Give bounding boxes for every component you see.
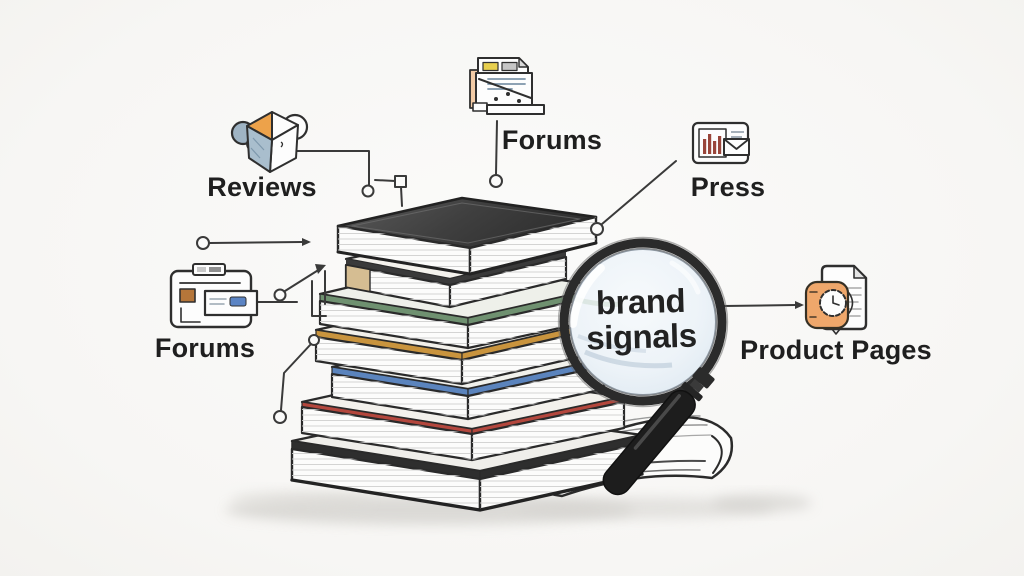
connectors bbox=[196, 120, 804, 424]
magnifier-text-line2: signals bbox=[585, 316, 698, 357]
book-black-top bbox=[336, 196, 598, 276]
connector-reviews bbox=[296, 150, 375, 198]
label-forums-top: Forums bbox=[502, 125, 602, 156]
document-badge-icon bbox=[804, 264, 868, 335]
connector-stack-polyline bbox=[273, 334, 320, 424]
label-forums-left-text: Forums bbox=[154, 333, 256, 363]
magnifying-glass bbox=[557, 236, 729, 496]
label-product-pages-text: Product Pages bbox=[740, 335, 932, 365]
connector-product-pages bbox=[723, 301, 804, 309]
label-press: Press bbox=[691, 172, 766, 203]
label-press-text: Press bbox=[690, 172, 766, 202]
label-reviews-text: Reviews bbox=[207, 172, 317, 202]
ground-shadow bbox=[225, 491, 812, 525]
connector-left-arrow bbox=[196, 236, 311, 250]
label-reviews: Reviews bbox=[207, 172, 316, 203]
label-product-pages: Product Pages bbox=[740, 335, 932, 366]
clipboard-card-icon bbox=[169, 263, 259, 329]
connector-square-node bbox=[374, 175, 407, 207]
cube-chat-icon bbox=[230, 111, 309, 173]
label-forums-left: Forums bbox=[155, 333, 255, 364]
book-stack bbox=[290, 196, 644, 512]
magnifier-rim bbox=[559, 238, 727, 406]
news-chart-envelope-icon bbox=[691, 121, 750, 165]
magnifier-handle bbox=[602, 367, 715, 496]
documents-trend-icon bbox=[469, 57, 545, 115]
connector-forums-top bbox=[489, 120, 503, 188]
magnifier-text: brand signals bbox=[585, 281, 698, 357]
label-forums-top-text: Forums bbox=[501, 125, 603, 155]
magnifier-text-line1: brand bbox=[595, 281, 686, 322]
connector-press bbox=[590, 160, 677, 236]
